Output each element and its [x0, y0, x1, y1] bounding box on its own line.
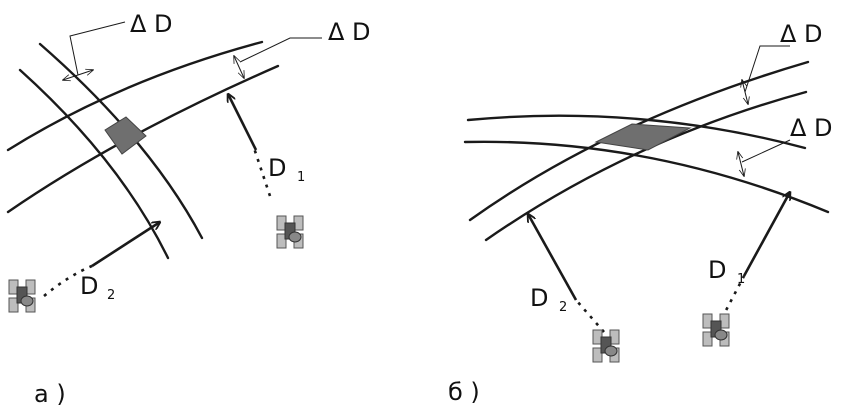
d2-label-b: D — [530, 284, 548, 312]
panel-a-label: а ) — [34, 380, 66, 408]
panel-b: Δ D Δ D D 1 D 2 б ) — [448, 20, 833, 406]
satellite-icon — [276, 215, 304, 249]
delta-d-dimension-a2 — [234, 56, 244, 78]
sphere-2-inner-b — [484, 90, 808, 242]
range-d2-a — [91, 222, 160, 268]
range-d1-b — [742, 192, 790, 277]
range-d2-b — [528, 214, 578, 301]
d2-subscript-a: 2 — [107, 288, 115, 303]
range-d1-a — [228, 94, 258, 151]
panel-b-label: б ) — [448, 378, 480, 406]
delta-d-label-b1: Δ D — [780, 20, 823, 48]
overlap-region-b — [594, 123, 692, 151]
d1-subscript-b: 1 — [737, 272, 745, 287]
delta-d-label-a2: Δ D — [328, 18, 371, 46]
delta-d-leader-b1 — [744, 45, 790, 93]
delta-d-dimension-b2 — [738, 152, 744, 176]
delta-d-label-a1: Δ D — [130, 10, 173, 38]
d2-label-a: D — [80, 272, 98, 300]
delta-d-leader-b2 — [741, 139, 791, 163]
sphere-1-inner-a — [6, 64, 280, 214]
satellite-icon — [702, 313, 730, 347]
panel-a: Δ D Δ D D 1 D 2 а ) — [6, 10, 371, 408]
d1-label-b: D — [708, 256, 726, 284]
delta-d-leader-a2 — [239, 37, 322, 63]
sphere-1-outer-a — [6, 40, 264, 152]
sphere-1-inner-b — [463, 140, 830, 214]
d1-subscript-a: 1 — [297, 170, 305, 185]
range-d2-dashed-b — [575, 299, 605, 333]
delta-d-label-b2: Δ D — [790, 114, 833, 142]
range-d2-dashed-a — [43, 264, 93, 297]
overlap-region-a — [104, 116, 147, 155]
d1-label-a: D — [268, 154, 286, 182]
sphere-2-inner-a — [18, 68, 170, 260]
satellite-icon — [592, 329, 620, 363]
satellite-icon — [8, 279, 36, 313]
sphere-1-outer-b — [466, 114, 807, 150]
d2-subscript-b: 2 — [559, 300, 567, 315]
delta-d-leader-a1 — [69, 21, 126, 76]
